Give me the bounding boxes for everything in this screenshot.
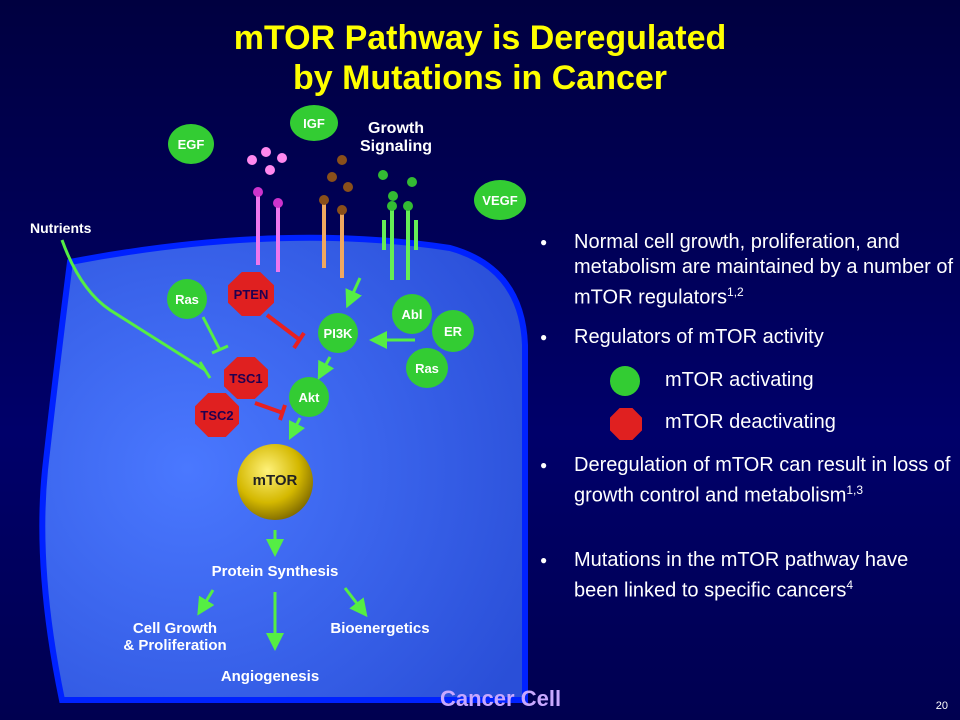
angiogenesis-label: Angiogenesis xyxy=(220,668,320,685)
bullet-text: Normal cell growth, proliferation, and m… xyxy=(574,231,954,309)
vegf-receptor-icon xyxy=(378,170,418,280)
title-line-2: by Mutations in Cancer xyxy=(292,59,668,97)
legend-activating: mTOR activating xyxy=(665,369,814,391)
cell-growth-label: Cell Growth& Proliferation xyxy=(105,620,245,654)
title-line-1: mTOR Pathway is Deregulated xyxy=(233,19,727,57)
deactivating-legend-icon xyxy=(610,408,642,440)
bioenergetics-label: Bioenergetics xyxy=(330,620,430,637)
egf-receptor-icon xyxy=(247,147,287,272)
tsc1-node: TSC1 xyxy=(224,357,268,399)
mtor-node xyxy=(237,444,313,520)
tsc2-node: TSC2 xyxy=(195,393,239,437)
abl-node: Abl xyxy=(392,294,432,334)
pten-inhibit-line xyxy=(265,313,302,342)
mtor-label: mTOR xyxy=(252,472,298,489)
bullet-dot-icon: ● xyxy=(540,458,548,472)
bullet-dot-icon: ● xyxy=(540,553,548,567)
bullet-dot-icon: ● xyxy=(540,330,548,344)
bullet-text: Deregulation of mTOR can result in loss … xyxy=(574,454,951,507)
tsc-inhibit-line xyxy=(254,401,284,415)
bullet-text: Mutations in the mTOR pathway have been … xyxy=(574,549,909,602)
bullet-ref: 1,3 xyxy=(846,483,864,497)
to-bioenergetics-arrow xyxy=(343,587,368,618)
to-cell-growth-arrow xyxy=(197,589,215,616)
signaling-label: Signaling xyxy=(360,138,432,155)
protein-synthesis-label: Protein Synthesis xyxy=(211,563,339,580)
pten-node: PTEN xyxy=(228,272,274,316)
growth-label: Growth xyxy=(368,120,424,137)
pi3k-to-akt-arrow xyxy=(317,356,335,380)
receptor-to-pi3k-arrow xyxy=(345,277,362,309)
ras-inhibit-line xyxy=(201,316,222,351)
akt-to-mtor-arrow xyxy=(288,417,306,441)
akt-node: Akt xyxy=(289,377,329,417)
activating-legend-icon xyxy=(610,366,640,396)
slide-number: 20 xyxy=(935,700,948,712)
pi3k-node: PI3K xyxy=(318,313,358,353)
bullet-ref: 4 xyxy=(846,578,854,592)
nutrients-inhibit-line xyxy=(60,239,206,372)
nutrients-label: Nutrients xyxy=(30,220,92,236)
legend-deactivating: mTOR deactivating xyxy=(665,411,836,433)
ras-node: Ras xyxy=(167,279,207,319)
vegf-node: VEGF xyxy=(474,180,526,220)
cell-growth-line-1: Cell Growth xyxy=(132,620,218,637)
cell-growth-line-2: & Proliferation xyxy=(123,637,227,654)
ras-node-2: Ras xyxy=(406,348,448,388)
bullet-ref: 1,2 xyxy=(727,285,744,299)
igf-receptor-icon xyxy=(319,155,353,278)
cancer-cell-label: Cancer Cell xyxy=(440,686,562,711)
er-node: ER xyxy=(432,310,474,352)
egf-node: EGF xyxy=(168,124,214,164)
igf-node: IGF xyxy=(290,105,338,141)
bullet-dot-icon: ● xyxy=(540,235,548,249)
bullet-text: Regulators of mTOR activity xyxy=(574,326,824,348)
